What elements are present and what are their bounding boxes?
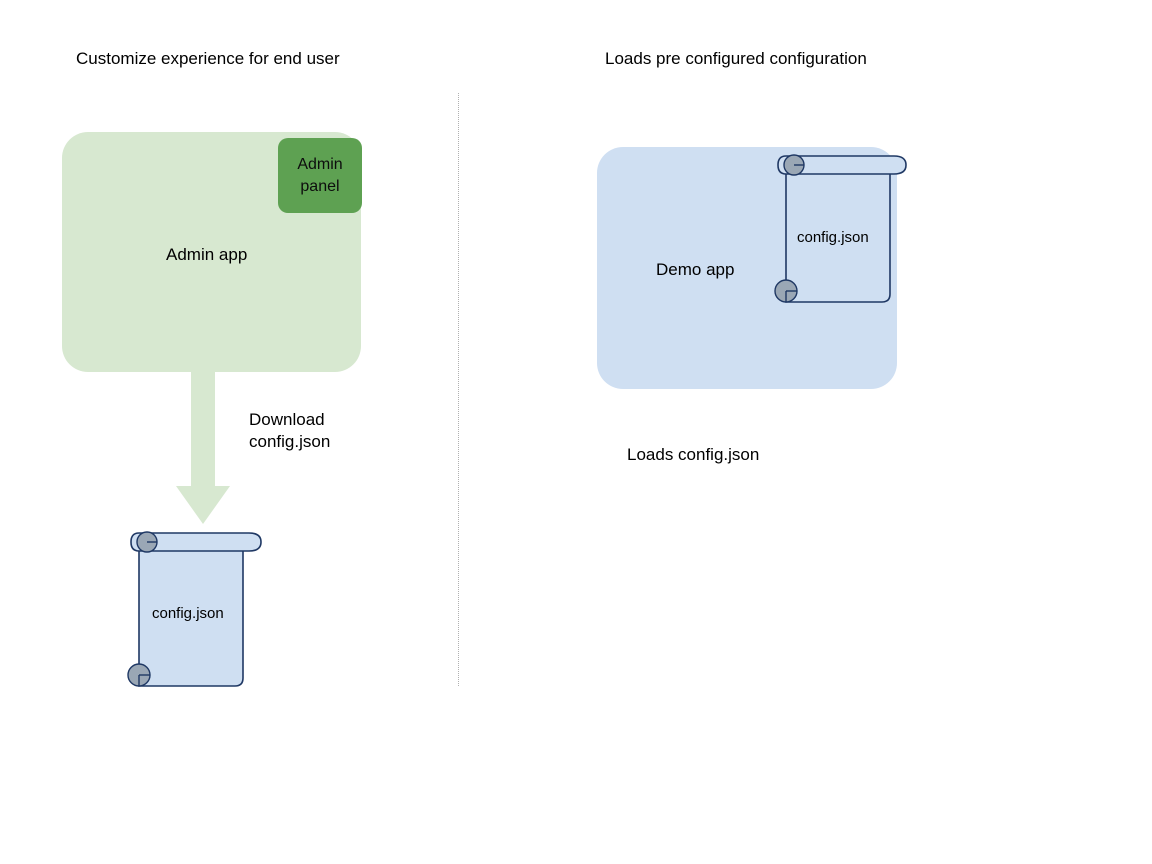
download-arrow-label: Download config.json [249,409,330,453]
config-json-document-left-label: config.json [152,605,224,622]
vertical-divider [458,93,459,686]
admin-panel-label-word1: Admin [297,155,343,173]
config-json-document-left [127,531,262,687]
heading-right: Loads pre configured configuration [605,49,867,68]
config-json-document-right [774,154,907,303]
admin-app-label: Admin app [166,245,248,264]
admin-panel-box[interactable]: Admin panel [278,138,362,213]
demo-app-label: Demo app [656,260,735,279]
download-arrow-label-line1: Download [249,410,325,429]
heading-left: Customize experience for end user [76,49,340,68]
download-arrow-label-line2: config.json [249,432,331,451]
admin-panel-label: Admin panel [297,154,342,198]
admin-panel-label-word2: panel [300,177,340,195]
loads-config-caption: Loads config.json [627,445,760,464]
config-json-document-right-label: config.json [797,229,869,246]
admin-panel-label-line1: Admin panel [297,154,342,198]
download-arrow-icon [176,368,230,524]
